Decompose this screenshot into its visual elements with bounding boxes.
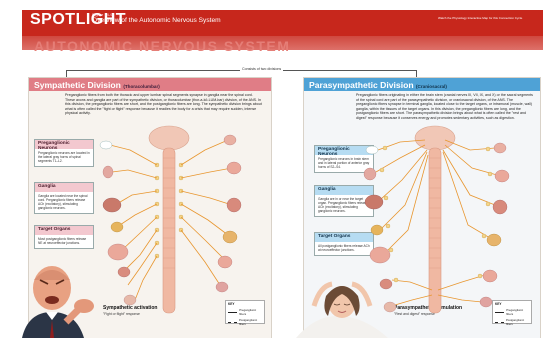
brain-shape: [415, 126, 455, 150]
intestine-organ: [370, 247, 390, 263]
shirt-shape: [296, 316, 388, 338]
genital-organ: [480, 297, 492, 307]
liver-organ: [365, 195, 383, 209]
gallbladder-organ: [487, 234, 501, 246]
angry-man-photo: [18, 250, 98, 338]
colon-organ: [483, 270, 497, 282]
salivary-organ: [364, 168, 376, 180]
relaxed-woman-photo: [296, 276, 388, 338]
spinal-cord: [429, 148, 441, 313]
lacrimal-organ: [494, 143, 506, 153]
stomach-organ: [493, 200, 507, 214]
lung-organ: [495, 170, 509, 182]
pancreas-organ: [371, 225, 383, 235]
eye-organ: [366, 146, 378, 154]
